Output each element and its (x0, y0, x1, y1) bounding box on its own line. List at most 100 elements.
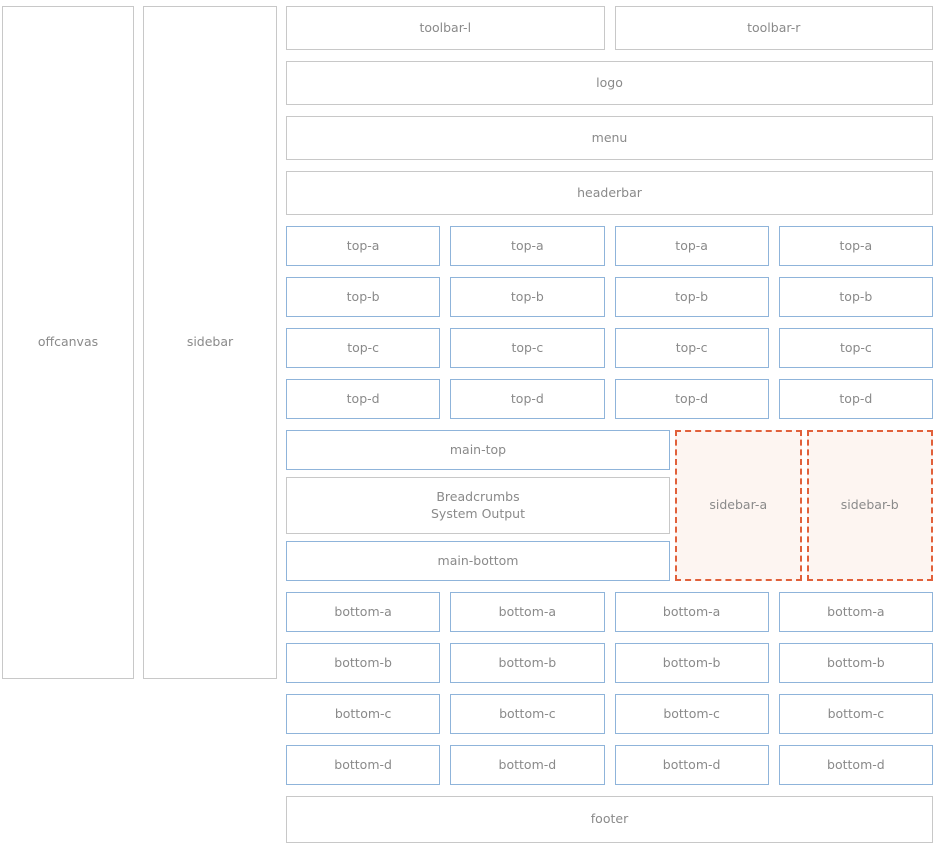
region-main-content[interactable]: Breadcrumbs System Output (286, 477, 670, 534)
region-sidebar-a-label: sidebar-a (709, 497, 768, 513)
region-bottom-c-2-label: bottom-c (499, 705, 556, 721)
region-main-top-label: main-top (449, 441, 507, 457)
region-logo-label: logo (596, 74, 623, 90)
region-offcanvas[interactable]: offcanvas (2, 6, 134, 679)
region-bottom-a-4[interactable]: bottom-a (778, 592, 933, 632)
region-top-c-1[interactable]: top-c (286, 328, 441, 368)
top-row-d: top-d top-d top-d top-d (286, 379, 933, 419)
top-row-b: top-b top-b top-b top-b (286, 277, 933, 317)
region-top-c-2[interactable]: top-c (450, 328, 605, 368)
region-main-bottom[interactable]: main-bottom (286, 541, 670, 581)
region-bottom-d-1[interactable]: bottom-d (286, 745, 441, 785)
region-toolbar-left[interactable]: toolbar-l (286, 6, 605, 50)
region-top-c-3[interactable]: top-c (614, 328, 769, 368)
region-bottom-a-1[interactable]: bottom-a (286, 592, 441, 632)
region-bottom-b-2[interactable]: bottom-b (450, 643, 605, 683)
main-column: toolbar-l toolbar-r logo menu headerbar (286, 6, 933, 854)
region-top-b-2-label: top-b (510, 288, 544, 304)
region-top-a-2-label: top-a (511, 237, 544, 253)
region-top-c-3-label: top-c (675, 339, 708, 355)
region-toolbar-right-label: toolbar-r (747, 19, 801, 35)
region-top-d-4[interactable]: top-d (778, 379, 933, 419)
region-bottom-b-4[interactable]: bottom-b (778, 643, 933, 683)
region-sidebar[interactable]: sidebar (143, 6, 277, 679)
region-headerbar[interactable]: headerbar (286, 171, 933, 215)
footer-row: footer (286, 796, 933, 843)
region-bottom-d-3-label: bottom-d (662, 756, 721, 772)
bottom-row-d: bottom-d bottom-d bottom-d bottom-d (286, 745, 933, 785)
region-bottom-b-1[interactable]: bottom-b (286, 643, 441, 683)
region-main-bottom-label: main-bottom (437, 552, 519, 568)
region-top-c-4[interactable]: top-c (778, 328, 933, 368)
region-bottom-d-4-label: bottom-d (827, 756, 885, 772)
region-bottom-a-3[interactable]: bottom-a (614, 592, 769, 632)
region-bottom-c-3-label: bottom-c (663, 705, 720, 721)
region-bottom-c-4[interactable]: bottom-c (778, 694, 933, 734)
region-sidebar-label: sidebar (186, 334, 234, 350)
region-bottom-b-1-label: bottom-b (334, 654, 392, 670)
region-sidebar-b-label: sidebar-b (840, 497, 899, 513)
region-bottom-a-4-label: bottom-a (827, 603, 885, 619)
region-bottom-a-2-label: bottom-a (498, 603, 557, 619)
region-main-top[interactable]: main-top (286, 430, 670, 470)
region-logo[interactable]: logo (286, 61, 933, 105)
region-top-b-2[interactable]: top-b (450, 277, 605, 317)
region-top-c-2-label: top-c (511, 339, 544, 355)
region-top-d-2-label: top-d (510, 390, 544, 406)
headerbar-row: headerbar (286, 171, 933, 215)
region-main-content-label: Breadcrumbs System Output (430, 488, 525, 521)
region-bottom-c-4-label: bottom-c (827, 705, 885, 721)
region-bottom-d-4[interactable]: bottom-d (778, 745, 933, 785)
region-top-a-4-label: top-a (839, 237, 873, 253)
region-sidebar-a[interactable]: sidebar-a (675, 430, 802, 581)
region-bottom-a-1-label: bottom-a (334, 603, 392, 619)
region-bottom-a-2[interactable]: bottom-a (450, 592, 605, 632)
region-top-d-3[interactable]: top-d (614, 379, 769, 419)
region-menu[interactable]: menu (286, 116, 933, 160)
logo-row: logo (286, 61, 933, 105)
region-sidebar-b[interactable]: sidebar-b (806, 430, 933, 581)
bottom-row-c: bottom-c bottom-c bottom-c bottom-c (286, 694, 933, 734)
region-bottom-a-3-label: bottom-a (662, 603, 721, 619)
toolbar-row: toolbar-l toolbar-r (286, 6, 933, 50)
region-bottom-d-3[interactable]: bottom-d (614, 745, 769, 785)
region-top-b-3[interactable]: top-b (614, 277, 769, 317)
region-top-a-3[interactable]: top-a (614, 226, 769, 266)
bottom-row-b: bottom-b bottom-b bottom-b bottom-b (286, 643, 933, 683)
region-bottom-c-1-label: bottom-c (334, 705, 392, 721)
region-bottom-b-2-label: bottom-b (498, 654, 557, 670)
region-top-d-2[interactable]: top-d (450, 379, 605, 419)
region-footer[interactable]: footer (286, 796, 933, 843)
region-offcanvas-label: offcanvas (37, 334, 99, 350)
region-bottom-c-2[interactable]: bottom-c (450, 694, 605, 734)
region-top-b-4[interactable]: top-b (778, 277, 933, 317)
region-headerbar-label: headerbar (577, 184, 642, 200)
region-toolbar-right[interactable]: toolbar-r (614, 6, 933, 50)
bottom-row-a: bottom-a bottom-a bottom-a bottom-a (286, 592, 933, 632)
region-top-a-1[interactable]: top-a (286, 226, 441, 266)
region-top-b-1-label: top-b (346, 288, 380, 304)
region-top-a-4[interactable]: top-a (778, 226, 933, 266)
region-top-a-3-label: top-a (675, 237, 708, 253)
region-bottom-d-1-label: bottom-d (334, 756, 392, 772)
region-bottom-d-2[interactable]: bottom-d (450, 745, 605, 785)
region-bottom-b-3[interactable]: bottom-b (614, 643, 769, 683)
region-top-c-4-label: top-c (839, 339, 872, 355)
region-top-d-1[interactable]: top-d (286, 379, 441, 419)
main-region: main-top Breadcrumbs System Output main-… (286, 430, 933, 581)
top-row-a: top-a top-a top-a top-a (286, 226, 933, 266)
region-bottom-c-1[interactable]: bottom-c (286, 694, 441, 734)
region-menu-label: menu (591, 129, 628, 145)
region-toolbar-left-label: toolbar-l (419, 19, 472, 35)
region-footer-label: footer (590, 811, 629, 827)
region-top-d-4-label: top-d (839, 390, 873, 406)
region-bottom-b-3-label: bottom-b (662, 654, 721, 670)
region-top-b-1[interactable]: top-b (286, 277, 441, 317)
aside-columns: sidebar-a sidebar-b (675, 430, 933, 581)
region-bottom-c-3[interactable]: bottom-c (614, 694, 769, 734)
region-top-d-3-label: top-d (675, 390, 709, 406)
region-top-a-2[interactable]: top-a (450, 226, 605, 266)
region-bottom-d-2-label: bottom-d (498, 756, 557, 772)
region-top-a-1-label: top-a (346, 237, 380, 253)
top-row-c: top-c top-c top-c top-c (286, 328, 933, 368)
